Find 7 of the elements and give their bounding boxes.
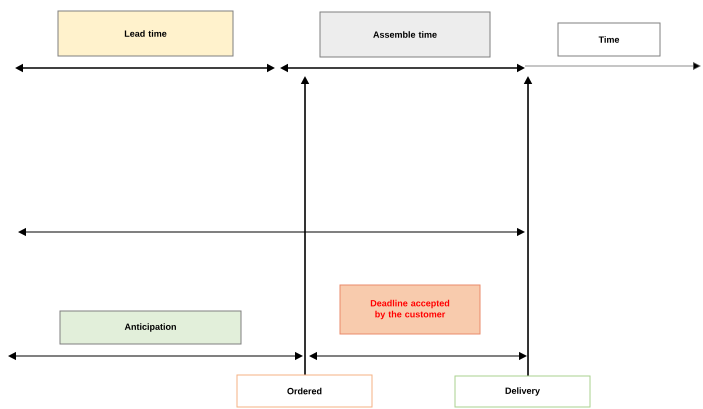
label-box: Ordered — [236, 374, 372, 408]
label-box: Assemble time — [320, 12, 490, 58]
label-box: Anticipation — [60, 310, 242, 344]
label-box: Deadline accepted by the customer — [340, 284, 480, 334]
label-box: Delivery — [454, 376, 590, 408]
label-box: Lead time — [58, 10, 234, 56]
label-box: Time — [558, 22, 660, 56]
